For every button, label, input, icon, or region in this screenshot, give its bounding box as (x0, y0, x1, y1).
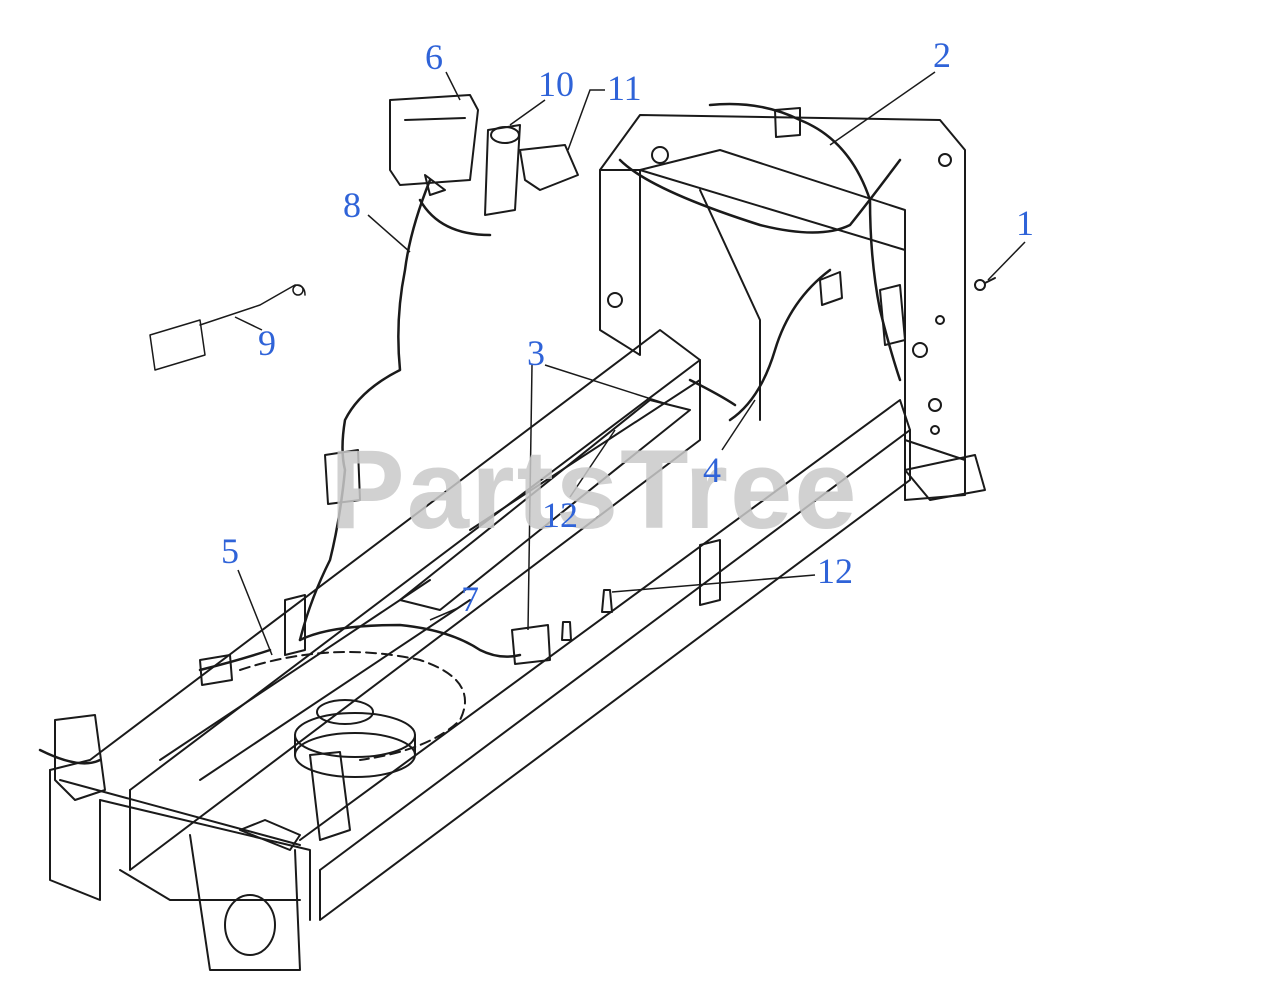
drive-pulley (294, 699, 416, 778)
callout-2: 2 (933, 35, 951, 75)
callout-9: 9 (258, 323, 276, 363)
callout-7: 7 (461, 579, 479, 619)
leader-3a (544, 364, 671, 406)
screw-items (561, 589, 613, 641)
callout-11: 11 (607, 68, 642, 108)
leader-5 (237, 569, 273, 656)
leader-3b (527, 364, 533, 631)
leader-9 (234, 316, 263, 331)
callout-10: 10 (538, 64, 574, 104)
wire-tag-item (149, 284, 306, 371)
leader-11 (567, 89, 605, 151)
leader-4 (721, 399, 756, 451)
bolt-item (974, 277, 996, 291)
leader-12a (569, 429, 616, 498)
pulley-sweep-outline (239, 651, 466, 761)
cross-members (159, 379, 701, 781)
callout-6: 6 (425, 37, 443, 77)
rear-frame-tower (599, 114, 986, 501)
leader-8 (367, 214, 411, 253)
leader-lines (234, 71, 1026, 656)
callout-12-lower: 12 (817, 551, 853, 591)
leader-10 (509, 99, 546, 126)
front-brackets (54, 594, 351, 841)
callout-8: 8 (343, 185, 361, 225)
callout-12-upper: 12 (542, 495, 578, 535)
callout-5: 5 (221, 531, 239, 571)
leader-12b (611, 574, 816, 593)
leader-2 (829, 71, 936, 146)
leader-6 (445, 71, 461, 101)
leader-7 (429, 607, 459, 621)
callout-4: 4 (703, 450, 721, 490)
leader-1 (987, 241, 1026, 281)
connectors-modules (199, 94, 906, 686)
callout-1: 1 (1016, 203, 1034, 243)
watermark-logo: PartsTree (330, 427, 859, 552)
callout-3: 3 (527, 333, 545, 373)
